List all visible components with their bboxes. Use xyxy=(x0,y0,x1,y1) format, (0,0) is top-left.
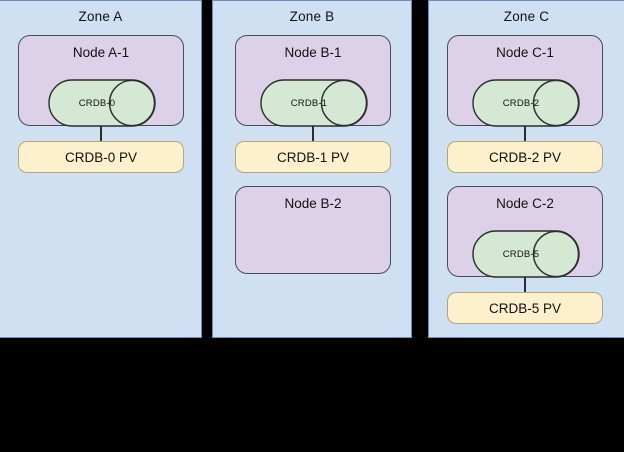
zone-title-a: Zone A xyxy=(78,9,123,24)
node-box-c-2[interactable]: Node C-2 CRDB-5 xyxy=(447,186,603,278)
pv-box-crdb-5[interactable]: CRDB-5 PV xyxy=(447,292,603,324)
zone-title-c: Zone C xyxy=(503,9,550,24)
pv-box-crdb-1[interactable]: CRDB-1 PV xyxy=(235,141,391,173)
zone-container-c: Zone C Node C-1 CRDB-2 CRDB-2 PV Node C-… xyxy=(428,0,624,338)
node-label-b-2: Node B-2 xyxy=(284,196,342,211)
database-cylinder-icon xyxy=(260,79,368,127)
database-cylinder-icon xyxy=(472,79,580,127)
connector-b-1 xyxy=(312,126,314,142)
node-label-c-2: Node C-2 xyxy=(496,196,554,211)
database-label-crdb-2: CRDB-2 xyxy=(502,97,540,109)
database-cylinder-icon xyxy=(48,79,156,127)
zone-container-a: Zone A Node A-1 CRDB-0 CRDB-0 PV xyxy=(0,0,202,338)
node-box-c-1[interactable]: Node C-1 CRDB-2 xyxy=(447,35,603,127)
database-cylinder-icon xyxy=(472,230,580,278)
node-label-b-1: Node B-1 xyxy=(284,45,342,60)
database-cylinder-crdb-1[interactable]: CRDB-1 xyxy=(260,79,368,127)
database-label-crdb-5: CRDB-5 xyxy=(502,248,540,260)
connector-c-1 xyxy=(524,126,526,142)
database-cylinder-crdb-2[interactable]: CRDB-2 xyxy=(472,79,580,127)
database-cylinder-crdb-0[interactable]: CRDB-0 xyxy=(48,79,156,127)
zone-container-b: Zone B Node B-1 CRDB-1 CRDB-1 PV Node B-… xyxy=(212,0,412,338)
database-label-crdb-1: CRDB-1 xyxy=(290,97,328,109)
connector-c-2 xyxy=(524,277,526,293)
database-label-crdb-0: CRDB-0 xyxy=(78,97,116,109)
node-label-a-1: Node A-1 xyxy=(72,45,130,60)
zone-title-b: Zone B xyxy=(289,9,335,24)
node-label-c-1: Node C-1 xyxy=(496,45,554,60)
node-box-b-2[interactable]: Node B-2 xyxy=(235,186,391,274)
pv-box-crdb-0[interactable]: CRDB-0 PV xyxy=(18,141,184,173)
node-box-b-1[interactable]: Node B-1 CRDB-1 xyxy=(235,35,391,127)
node-box-a-1[interactable]: Node A-1 CRDB-0 xyxy=(18,35,184,127)
connector-a-1 xyxy=(100,126,102,142)
database-cylinder-crdb-5[interactable]: CRDB-5 xyxy=(472,230,580,278)
pv-box-crdb-2[interactable]: CRDB-2 PV xyxy=(447,141,603,173)
